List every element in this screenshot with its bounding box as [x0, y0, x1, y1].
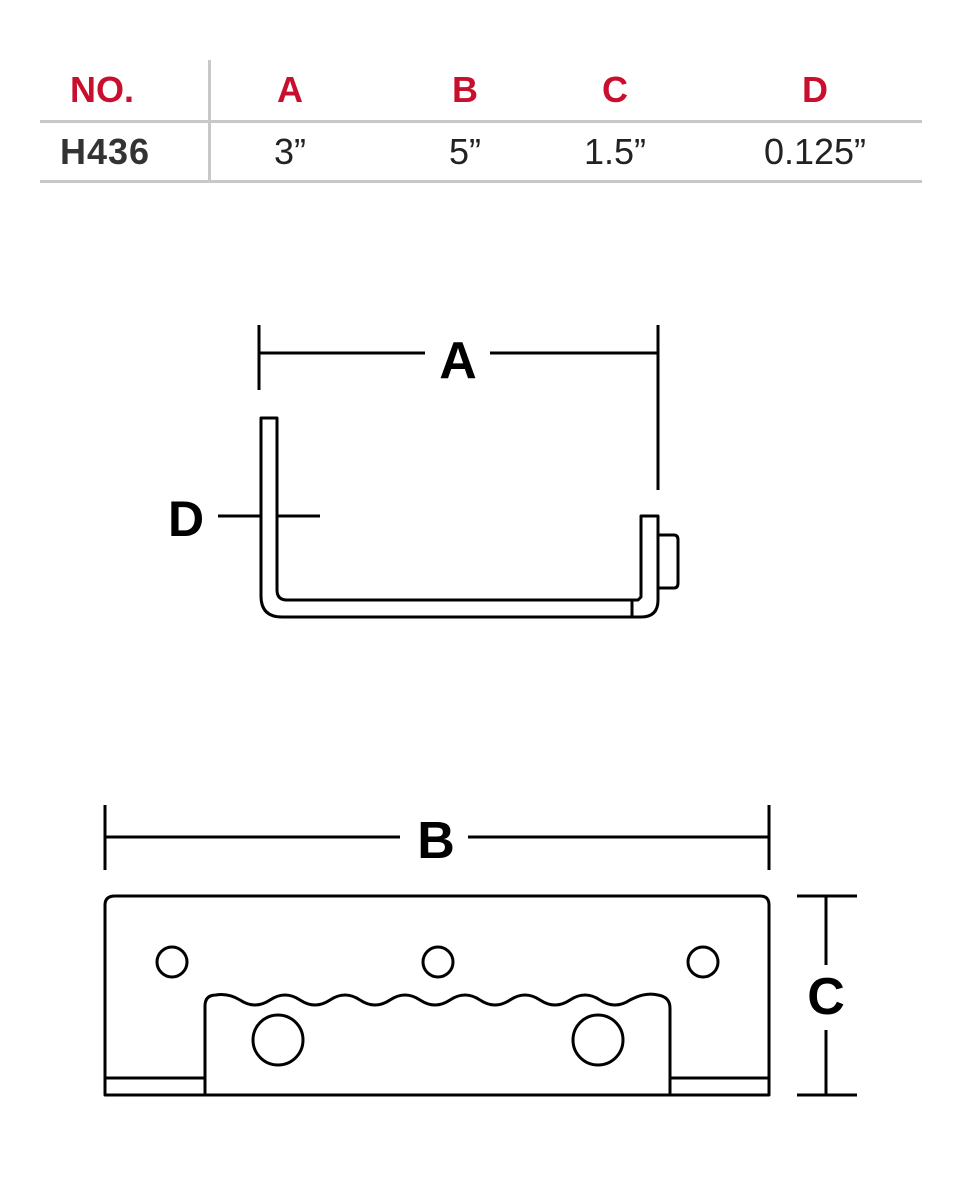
- cell-b: 5”: [448, 131, 481, 172]
- rivet-hole-left: [251, 1013, 305, 1067]
- cell-no: H436: [60, 131, 151, 172]
- table-header-row: NO. A B C D: [40, 60, 922, 120]
- header-c: C: [602, 69, 628, 110]
- serrated-tab: [203, 992, 672, 1095]
- cell-c: 1.5”: [583, 131, 647, 172]
- mount-hole-left: [155, 945, 189, 979]
- front-view: [103, 805, 857, 1097]
- rivet-hole-right: [571, 1013, 625, 1067]
- mount-hole-center: [421, 945, 455, 979]
- cell-a: 3”: [273, 131, 306, 172]
- table-bottom-rule: [40, 180, 922, 183]
- spec-table: NO. A B C D H436 3” 5” 1.5” 0.125”: [40, 60, 922, 184]
- dim-c-label: C: [807, 968, 845, 1026]
- dim-a-label: A: [439, 332, 477, 390]
- table-column-divider: [208, 60, 211, 182]
- dim-b-label: B: [417, 812, 455, 870]
- cell-d: 0.125”: [763, 131, 867, 172]
- bracket-nub: [658, 533, 680, 590]
- side-view: [218, 325, 680, 619]
- table-divider: [40, 120, 922, 123]
- mount-hole-right: [686, 945, 720, 979]
- dim-d-label: D: [168, 491, 204, 547]
- header-d: D: [802, 69, 828, 110]
- hanger-plate: [103, 894, 771, 1097]
- header-b: B: [452, 69, 478, 110]
- header-no: NO.: [70, 69, 135, 110]
- bracket-profile: [259, 416, 660, 619]
- table-row: H436 3” 5” 1.5” 0.125”: [40, 122, 922, 182]
- header-a: A: [277, 69, 303, 110]
